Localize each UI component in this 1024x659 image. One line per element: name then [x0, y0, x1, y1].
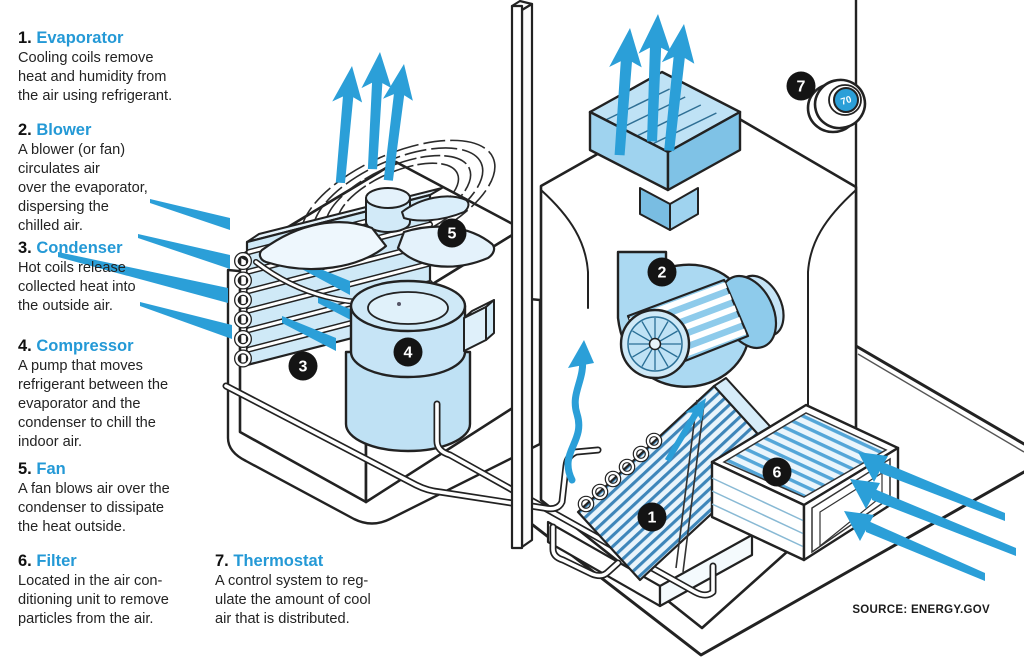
outdoor-exhaust-arrows [326, 51, 417, 184]
blower [616, 250, 785, 388]
badge-4: 4 [393, 337, 423, 367]
badge-3: 3 [288, 351, 318, 381]
coil-loops [234, 252, 252, 368]
badge-1: 1 [637, 502, 667, 532]
wall-stud [510, 0, 534, 550]
supply-vent [588, 13, 742, 231]
thermostat-reading: 70 [840, 94, 853, 108]
badge-2: 2 [647, 257, 677, 287]
svg-text:3: 3 [299, 359, 308, 376]
svg-text:5: 5 [448, 226, 457, 243]
svg-text:6: 6 [773, 465, 782, 482]
thermostat-dial: 70 [806, 78, 867, 134]
fan [258, 187, 496, 271]
outdoor-unit [58, 51, 542, 525]
badge-7: 7 [786, 71, 816, 101]
source-credit: SOURCE: ENERGY.GOV [852, 604, 990, 616]
indoor-airflow-arrow [564, 340, 594, 484]
svg-text:2: 2 [658, 265, 667, 282]
svg-text:4: 4 [404, 345, 413, 362]
badge-6: 6 [762, 457, 792, 487]
filter [710, 403, 1016, 581]
svg-text:7: 7 [797, 79, 806, 96]
number-badges: 1 2 3 4 5 6 7 [288, 71, 816, 532]
filter-intake-arrows [844, 452, 1016, 581]
compressor [344, 279, 495, 453]
badge-5: 5 [437, 218, 467, 248]
evaporator-loops [577, 432, 663, 513]
outdoor-intake-arrows [58, 199, 232, 339]
compressor-terminal-box [463, 299, 495, 352]
svg-text:1: 1 [648, 510, 657, 527]
